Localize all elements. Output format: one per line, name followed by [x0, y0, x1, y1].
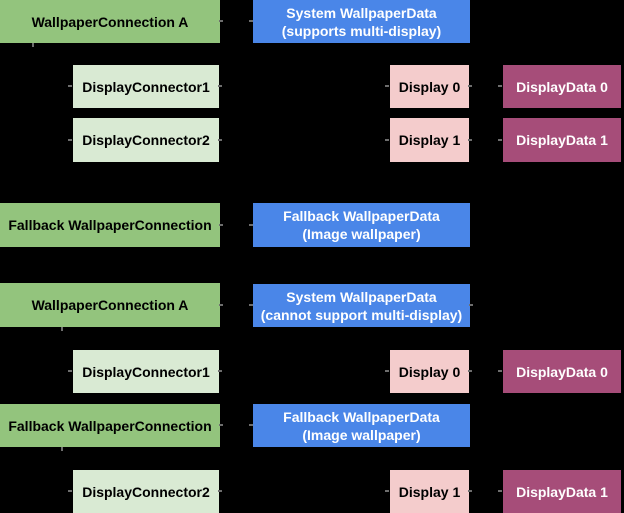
node-fallback-wallpaper-connection-s1: Fallback WallpaperConnection — [0, 203, 220, 247]
connector-stub — [385, 139, 389, 141]
node-label: System WallpaperData — [286, 288, 437, 305]
node-display-data-1-s2: DisplayData 1 — [503, 470, 621, 513]
node-label: Fallback WallpaperData — [283, 408, 440, 425]
connector-stub — [219, 304, 223, 306]
node-label: DisplayData 1 — [516, 483, 608, 500]
node-display-0-s2: Display 0 — [390, 350, 469, 393]
connector-stub — [385, 85, 389, 87]
node-display-1-s1: Display 1 — [390, 118, 469, 162]
node-sublabel: (cannot support multi-display) — [260, 306, 463, 323]
node-wallpaper-connection-a-s1: WallpaperConnection A — [0, 0, 220, 43]
connector-stub — [249, 424, 253, 426]
connector-stub — [68, 85, 72, 87]
node-display-data-0-s1: DisplayData 0 — [503, 65, 621, 108]
connector-stub — [468, 85, 472, 87]
node-label: DisplayData 0 — [516, 363, 608, 380]
connector-stub — [249, 224, 253, 226]
node-sublabel: (Image wallpaper) — [302, 226, 421, 242]
node-label: WallpaperConnection A — [31, 297, 189, 313]
node-display-data-0-s2: DisplayData 0 — [503, 350, 621, 393]
connector-stub — [219, 424, 223, 426]
connector-stub — [469, 304, 473, 306]
node-system-wallpaper-data-no-multi: System WallpaperData (cannot support mul… — [253, 284, 470, 327]
connector-stub — [219, 20, 223, 22]
connector-stub — [249, 304, 253, 306]
node-display-data-1-s1: DisplayData 1 — [503, 118, 621, 162]
node-display-connector-2-s1: DisplayConnector2 — [73, 118, 219, 162]
connector-stub — [468, 370, 472, 372]
node-label: Display 1 — [398, 483, 461, 500]
node-display-connector-1-s1: DisplayConnector1 — [73, 65, 219, 108]
node-label: WallpaperConnection A — [31, 13, 189, 30]
connector-stub — [498, 370, 502, 372]
connector-stub — [61, 327, 63, 331]
node-label: DisplayConnector1 — [82, 78, 210, 95]
node-wallpaper-connection-a-s2: WallpaperConnection A — [0, 283, 220, 327]
node-fallback-wallpaper-data-s2: Fallback WallpaperData (Image wallpaper) — [253, 404, 470, 447]
node-label: Display 0 — [398, 78, 461, 95]
connector-stub — [218, 490, 222, 492]
node-label: DisplayConnector1 — [82, 363, 210, 380]
connector-stub — [61, 447, 63, 451]
node-label: Fallback WallpaperConnection — [8, 417, 212, 434]
node-label: Display 0 — [398, 363, 461, 380]
node-label: System WallpaperData — [286, 4, 437, 21]
node-label: Fallback WallpaperData — [283, 208, 440, 224]
node-sublabel: (Image wallpaper) — [302, 426, 421, 443]
node-display-connector-1-s2: DisplayConnector1 — [73, 350, 219, 393]
node-label: DisplayConnector2 — [82, 132, 210, 148]
node-system-wallpaper-data-multi: System WallpaperData (supports multi-dis… — [253, 0, 470, 43]
node-fallback-wallpaper-data-s1: Fallback WallpaperData (Image wallpaper) — [253, 203, 470, 247]
node-label: Display 1 — [398, 132, 461, 148]
node-fallback-wallpaper-connection-s2: Fallback WallpaperConnection — [0, 404, 220, 447]
connector-stub — [218, 139, 222, 141]
connector-stub — [498, 490, 502, 492]
node-display-connector-2-s2: DisplayConnector2 — [73, 470, 219, 513]
connector-stub — [218, 370, 222, 372]
connector-stub — [68, 139, 72, 141]
node-sublabel: (supports multi-display) — [281, 22, 442, 39]
node-display-1-s2: Display 1 — [390, 470, 469, 513]
node-display-0-s1: Display 0 — [390, 65, 469, 108]
node-label: DisplayConnector2 — [82, 483, 210, 500]
connector-stub — [68, 370, 72, 372]
node-label: DisplayData 1 — [516, 132, 608, 148]
connector-stub — [218, 85, 222, 87]
connector-stub — [498, 139, 502, 141]
connector-stub — [468, 139, 472, 141]
connector-stub — [249, 20, 253, 22]
connector-stub — [219, 224, 223, 226]
connector-stub — [385, 490, 389, 492]
connector-stub — [385, 370, 389, 372]
connector-stub — [68, 490, 72, 492]
node-label: Fallback WallpaperConnection — [8, 217, 212, 233]
connector-stub — [498, 85, 502, 87]
connector-stub — [32, 43, 34, 47]
node-label: DisplayData 0 — [516, 78, 608, 95]
connector-stub — [468, 490, 472, 492]
